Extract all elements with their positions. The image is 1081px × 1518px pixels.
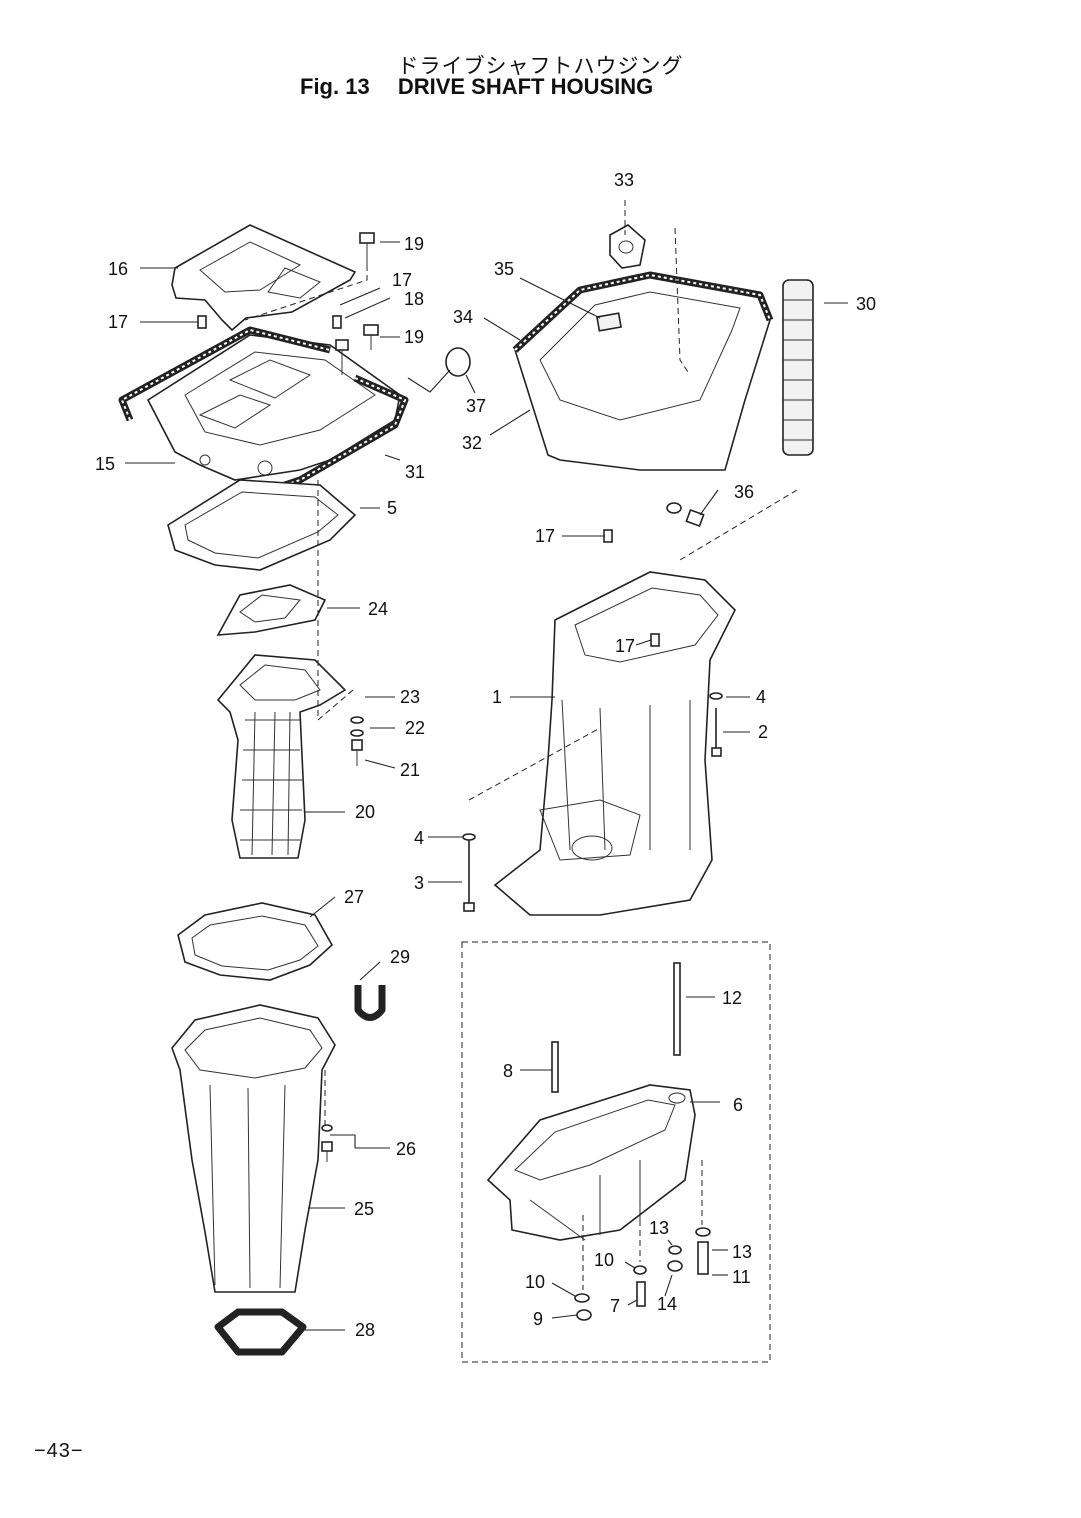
callout-36: 36 xyxy=(734,482,754,502)
part-27-gasket xyxy=(177,902,334,981)
part-17-pin-left xyxy=(197,315,207,329)
figure-label: Fig. 13 xyxy=(300,74,370,99)
callout-9: 9 xyxy=(533,1309,543,1329)
part-7-14-hardware xyxy=(574,1227,711,1321)
callout-24: 24 xyxy=(368,599,388,619)
part-8-12-studs xyxy=(551,962,681,1093)
callout-33: 33 xyxy=(614,170,634,190)
callout-22: 22 xyxy=(405,718,425,738)
callout-20: 20 xyxy=(355,802,375,822)
callout-35: 35 xyxy=(494,259,514,279)
part-16-plate-gasket xyxy=(171,224,357,332)
part-30-hose xyxy=(782,279,814,456)
part-26-bolt xyxy=(321,1124,333,1162)
part-33-grommet xyxy=(609,224,646,269)
callout-7: 7 xyxy=(610,1296,620,1316)
diagram-title-japanese: ドライブシャフトハウジング xyxy=(397,54,684,78)
page-number: −43− xyxy=(34,1440,84,1462)
callout-27: 27 xyxy=(344,887,364,907)
callout-32: 32 xyxy=(462,433,482,453)
part-28-gasket xyxy=(214,1308,307,1356)
callout-18: 18 xyxy=(404,289,424,309)
callout-16: 16 xyxy=(108,259,128,279)
part-36-screw xyxy=(666,502,705,528)
callout-4: 4 xyxy=(414,828,424,848)
part-17-pin-mid xyxy=(332,315,342,329)
callout-2: 2 xyxy=(758,722,768,742)
part-25-liner xyxy=(171,1004,336,1293)
callout-17: 17 xyxy=(392,270,412,290)
callout-29: 29 xyxy=(390,947,410,967)
callout-37: 37 xyxy=(466,396,486,416)
part-32-apron xyxy=(512,271,774,471)
callout-3: 3 xyxy=(414,873,424,893)
callout-10: 10 xyxy=(525,1272,545,1292)
callout-34: 34 xyxy=(453,307,473,327)
callout-23: 23 xyxy=(400,687,420,707)
part-2-3-bolts xyxy=(462,692,723,912)
diagram-title: Fig. 13 DRIVE SHAFT HOUSING xyxy=(300,74,780,100)
part-20-exhaust-tube xyxy=(216,654,347,859)
callout-17: 17 xyxy=(108,312,128,332)
figure-title: DRIVE SHAFT HOUSING xyxy=(397,74,654,99)
callout-26: 26 xyxy=(396,1139,416,1159)
callout-4: 4 xyxy=(756,687,766,707)
part-15-upper-plate xyxy=(146,334,401,481)
part-37-plug xyxy=(445,347,471,377)
callout-10: 10 xyxy=(594,1250,614,1270)
part-17-pin-upper xyxy=(603,529,613,543)
part-17-pin-lower xyxy=(650,633,660,647)
callout-19: 19 xyxy=(404,327,424,347)
callout-15: 15 xyxy=(95,454,115,474)
part-21-23-bolt-washers xyxy=(350,716,364,766)
part-29-u-seal xyxy=(354,985,386,1021)
callout-12: 12 xyxy=(722,988,742,1008)
callout-13: 13 xyxy=(732,1242,752,1262)
callout-8: 8 xyxy=(503,1061,513,1081)
leader-lines xyxy=(125,241,848,1331)
callout-1: 1 xyxy=(492,687,502,707)
callout-6: 6 xyxy=(733,1095,743,1115)
callout-17: 17 xyxy=(535,526,555,546)
sub-assembly-box xyxy=(461,941,771,1363)
part-6-lower-casing xyxy=(486,1084,696,1241)
part-19-bolts xyxy=(335,232,379,375)
callout-19: 19 xyxy=(404,234,424,254)
callout-13: 13 xyxy=(649,1218,669,1238)
callout-17: 17 xyxy=(615,636,635,656)
alignment-lines xyxy=(244,200,798,1290)
callout-5: 5 xyxy=(387,498,397,518)
callout-11: 11 xyxy=(732,1267,751,1287)
part-5-gasket xyxy=(167,479,357,571)
callout-30: 30 xyxy=(856,294,876,314)
callout-25: 25 xyxy=(354,1199,374,1219)
callout-14: 14 xyxy=(657,1294,677,1314)
callout-labels: 33 19 16 35 17 18 30 17 34 19 37 32 15 3… xyxy=(95,170,876,1340)
callout-28: 28 xyxy=(355,1320,375,1340)
part-1-drive-shaft-housing xyxy=(493,571,736,916)
part-24-gasket xyxy=(216,584,327,636)
callout-31: 31 xyxy=(405,462,425,482)
callout-21: 21 xyxy=(400,760,420,780)
